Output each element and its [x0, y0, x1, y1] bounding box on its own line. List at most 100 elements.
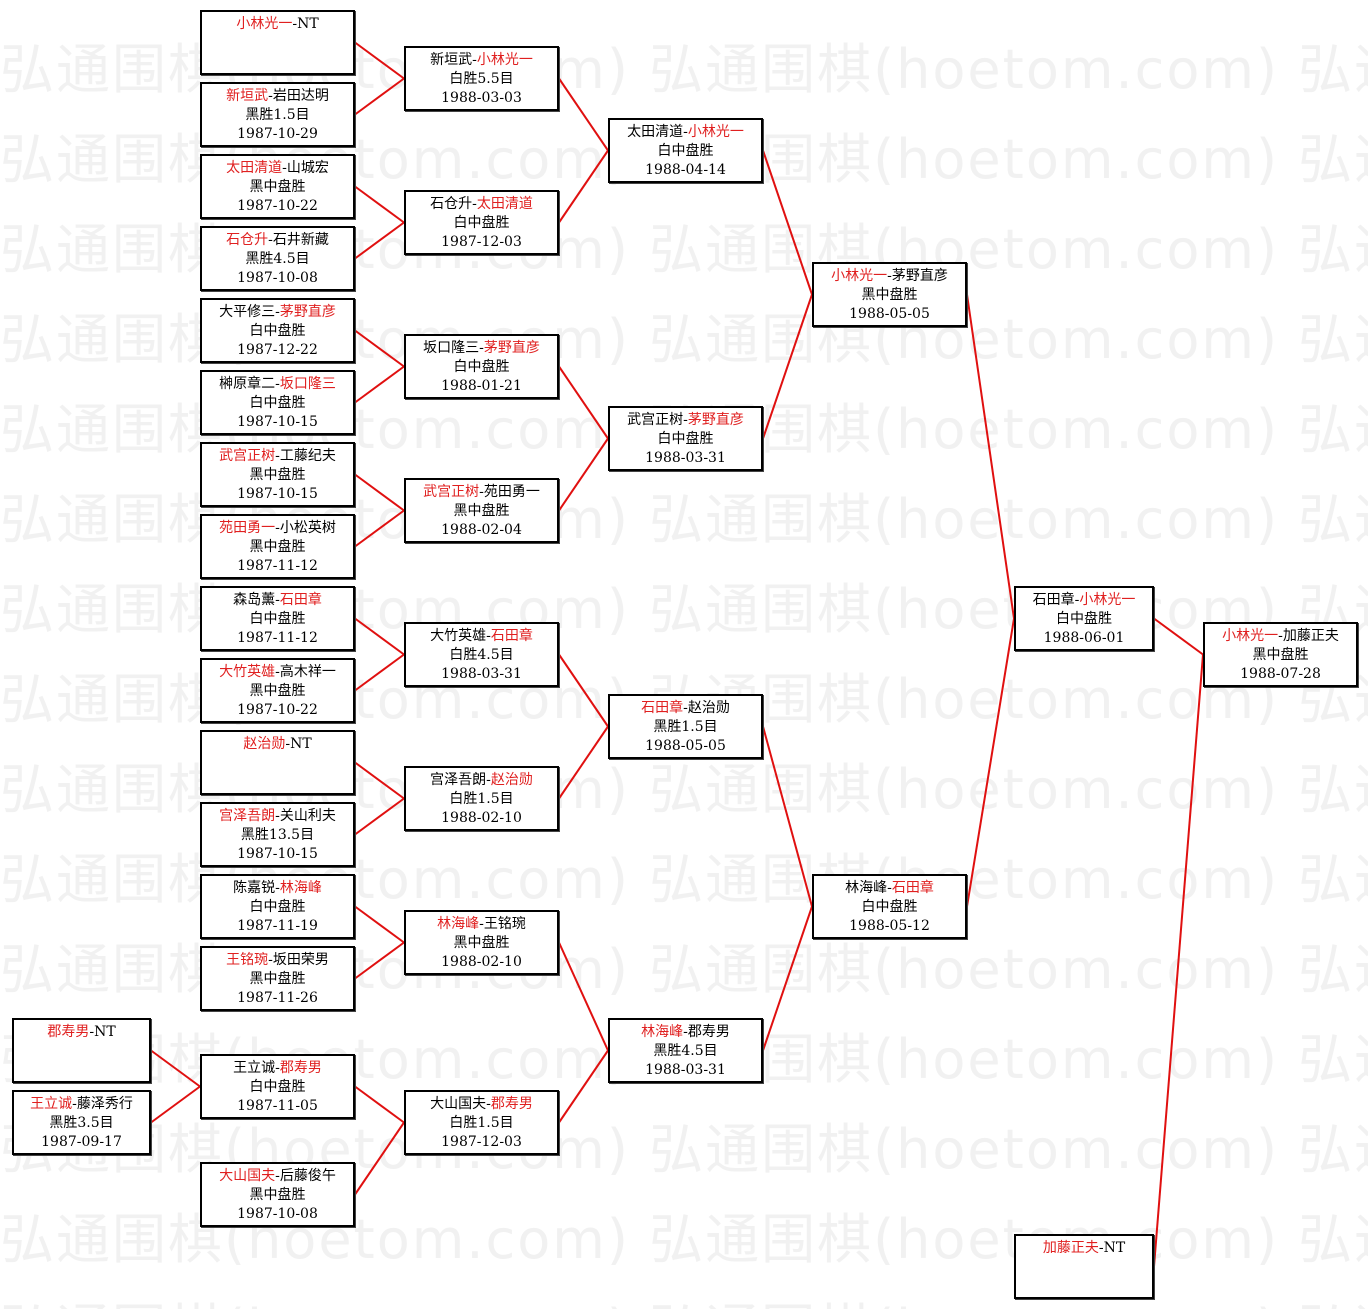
player-2: 茅野直彦 [891, 268, 948, 284]
player-1: 林海峰 [845, 880, 888, 896]
player-separator: - [1278, 628, 1283, 644]
match-players: 小林光一-加藤正夫 [1205, 627, 1356, 646]
player-2: NT [1103, 1240, 1126, 1256]
match-players: 赵治勋-NT [202, 735, 353, 754]
connector-line [354, 473, 405, 512]
match-date: 1988-02-10 [441, 954, 522, 970]
connector-line [354, 77, 405, 116]
player-2: NT [297, 16, 319, 32]
match-date: 1988-04-14 [645, 162, 726, 178]
connector-line [762, 150, 813, 295]
match-date: 1988-05-05 [645, 738, 726, 754]
player-separator: - [275, 448, 280, 464]
connector-line [558, 149, 609, 224]
player-2: 关山利夫 [279, 808, 336, 824]
match-result: 白中盘胜 [657, 431, 714, 447]
connector-line [762, 294, 813, 439]
player-1: 陈嘉锐 [233, 880, 276, 896]
player-2: NT [290, 736, 312, 752]
match-date: 1987-11-12 [237, 558, 318, 574]
player-separator: - [683, 412, 688, 428]
match-box[interactable]: 郡寿男-NT [12, 1018, 151, 1083]
match-players: 大竹英雄-石田章 [406, 627, 557, 646]
match-players: 大山国夫-后藤俊午 [202, 1167, 353, 1186]
match-result: 白中盘胜 [1056, 611, 1112, 627]
connector-line [558, 437, 609, 512]
player-1: 小林光一 [831, 268, 888, 284]
match-result: 白中盘胜 [249, 899, 306, 915]
match-result: 黑中盘胜 [861, 287, 918, 303]
match-players: 新垣武-小林光一 [406, 51, 557, 70]
connector-line [558, 653, 609, 728]
player-2: 茅野直彦 [483, 340, 540, 356]
player-1: 石田章 [641, 700, 684, 716]
match-box[interactable]: 苑田勇一-小松英树黑中盘胜 1987-11-12 [200, 514, 355, 579]
player-2: 茅野直彦 [687, 412, 744, 428]
match-date: 1987-10-08 [237, 1206, 318, 1222]
match-players: 小林光一-NT [202, 15, 353, 34]
match-date: 1988-02-10 [441, 810, 522, 826]
match-players: 太田清道-山城宏 [202, 159, 353, 178]
match-result: 白中盘胜 [657, 143, 714, 159]
match-players: 坂口隆三-茅野直彦 [406, 339, 557, 358]
player-1: 新垣武 [430, 52, 473, 68]
player-separator: - [275, 808, 280, 824]
player-1: 石仓升 [226, 232, 269, 248]
match-result: 黑中盘胜 [249, 539, 306, 555]
match-box[interactable]: 赵治勋-NT [200, 730, 355, 795]
match-box[interactable]: 加藤正夫-NT [1014, 1234, 1154, 1299]
match-players: 郡寿男-NT [14, 1023, 149, 1042]
match-players: 新垣武-岩田达明 [202, 87, 353, 106]
player-separator: - [472, 52, 477, 68]
match-date: 1987-10-15 [237, 414, 318, 430]
match-date: 1987-10-22 [237, 198, 318, 214]
match-date: 1987-12-22 [237, 342, 318, 358]
match-box[interactable]: 小林光一-NT [200, 10, 355, 75]
match-players: 苑田勇一-小松英树 [202, 519, 353, 538]
match-result: 黑中盘胜 [1252, 647, 1309, 663]
match-players: 石田章-小林光一 [1016, 591, 1152, 610]
player-separator: - [887, 880, 892, 896]
player-1: 武宫正树 [219, 448, 276, 464]
match-result: 白中盘胜 [249, 323, 306, 339]
player-1: 王立诚 [30, 1096, 73, 1112]
match-result: 黑胜3.5目 [49, 1115, 114, 1131]
match-date: 1987-11-26 [237, 990, 318, 1006]
player-1: 榊原章二 [219, 376, 276, 392]
player-2: 工藤纪夫 [279, 448, 336, 464]
player-separator: - [89, 1024, 95, 1040]
match-players: 森岛薰-石田章 [202, 591, 353, 610]
player-1: 宫泽吾朗 [430, 772, 487, 788]
